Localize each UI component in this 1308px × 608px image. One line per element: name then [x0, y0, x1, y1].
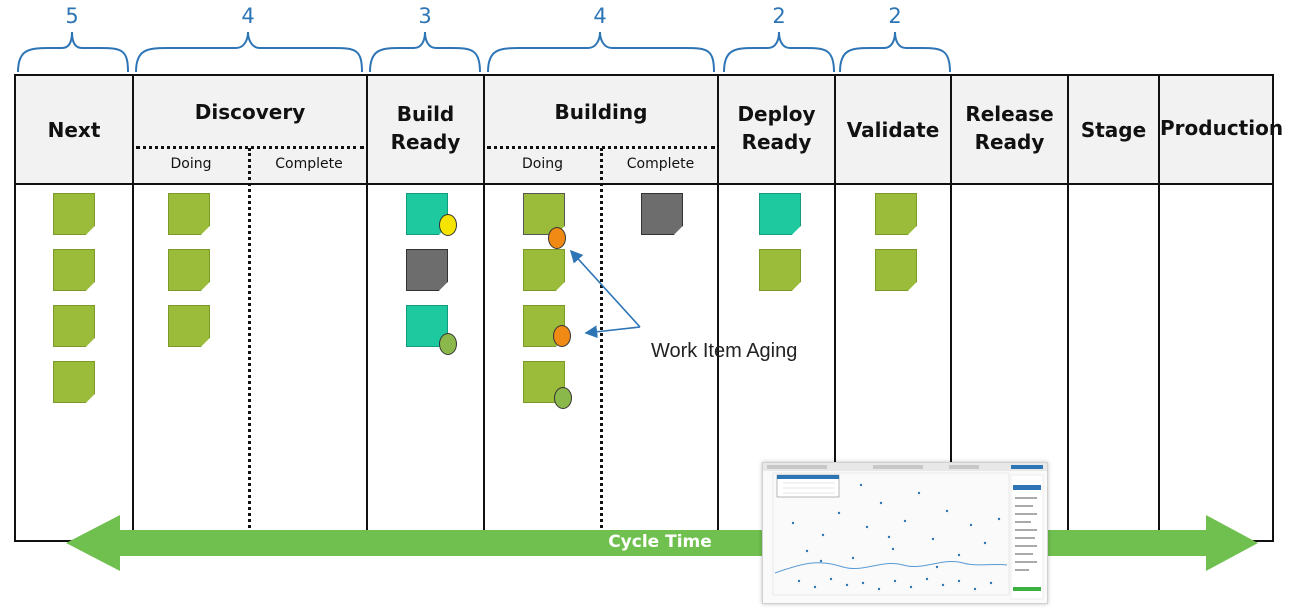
brace-building	[487, 31, 715, 73]
board-header	[16, 76, 1272, 185]
aging-arrow-lower	[584, 325, 641, 339]
work-item-card[interactable]	[168, 305, 210, 347]
brace-deploy-ready	[723, 31, 835, 73]
column-title-build-ready-line1: Build	[396, 102, 455, 126]
work-item-card[interactable]	[168, 249, 210, 291]
wip-limit-next: 5	[65, 4, 79, 28]
column-title-discovery: Discovery	[194, 100, 306, 124]
wip-braces	[17, 31, 951, 73]
column-divider	[1067, 76, 1069, 540]
aging-dot-icon	[554, 387, 572, 409]
column-divider	[717, 76, 719, 540]
scatterplot-thumbnail	[762, 462, 1048, 604]
work-item-card[interactable]	[168, 193, 210, 235]
column-title-stage: Stage	[1080, 118, 1147, 142]
column-title-deploy-ready-line1: Deploy	[737, 102, 816, 126]
wip-limit-building: 4	[593, 4, 607, 28]
column-divider	[950, 76, 952, 540]
wip-limit-deploy-ready: 2	[772, 4, 786, 28]
aging-arrow-upper	[569, 249, 641, 328]
discovery-subheader-divider	[136, 146, 364, 149]
column-title-build-ready-line2: Ready	[390, 130, 461, 154]
building-subheader-divider	[487, 146, 715, 149]
wip-limit-build-ready: 3	[418, 4, 432, 28]
aging-dot-icon	[439, 214, 457, 236]
column-title-production: Production	[1160, 116, 1284, 140]
work-item-card[interactable]	[53, 305, 95, 347]
subcolumn-title-building-doing: Doing	[522, 156, 563, 172]
wip-limit-validate: 2	[888, 4, 902, 28]
column-title-next: Next	[47, 118, 101, 142]
work-item-card[interactable]	[523, 361, 565, 403]
column-divider	[132, 76, 134, 540]
work-item-card[interactable]	[875, 249, 917, 291]
column-title-validate: Validate	[846, 118, 940, 142]
column-title-release-ready-line1: Release	[965, 102, 1054, 126]
work-item-card[interactable]	[53, 361, 95, 403]
work-item-card[interactable]	[53, 193, 95, 235]
column-title-deploy-ready-line2: Ready	[741, 130, 812, 154]
work-item-card[interactable]	[641, 193, 683, 235]
subcolumn-title-discovery-doing: Doing	[170, 156, 212, 172]
column-title-release-ready: Release Ready	[952, 100, 1067, 156]
cycle-time-arrow	[66, 515, 1258, 571]
column-divider	[1158, 76, 1160, 540]
work-item-card[interactable]	[53, 249, 95, 291]
cycle-time-label: Cycle Time	[608, 532, 712, 552]
work-item-card[interactable]	[759, 249, 801, 291]
work-item-card[interactable]	[523, 249, 565, 291]
building-doing-complete-divider	[600, 148, 603, 540]
work-item-aging-label: Work Item Aging	[651, 340, 798, 362]
column-title-build-ready: Build Ready	[368, 100, 483, 156]
kanban-board: Next Discovery Build Ready Building Depl…	[14, 74, 1284, 542]
aging-dot-icon	[553, 325, 571, 347]
work-item-card[interactable]	[759, 193, 801, 235]
subcolumn-title-building-complete: Complete	[626, 156, 695, 172]
brace-next	[17, 31, 129, 73]
brace-discovery	[135, 31, 363, 73]
aging-dot-icon	[439, 333, 457, 355]
aging-dot-icon	[548, 227, 566, 249]
work-item-card[interactable]	[875, 193, 917, 235]
column-divider	[366, 76, 368, 540]
column-title-building: Building	[554, 100, 648, 124]
wip-limit-discovery: 4	[241, 4, 255, 28]
column-divider	[483, 76, 485, 540]
column-title-release-ready-line2: Ready	[974, 130, 1045, 154]
column-divider	[834, 76, 836, 540]
brace-validate	[839, 31, 951, 73]
work-item-card[interactable]	[406, 249, 448, 291]
subcolumn-title-discovery-complete: Complete	[275, 156, 343, 172]
column-title-deploy-ready: Deploy Ready	[719, 100, 834, 156]
brace-build-ready	[369, 31, 481, 73]
discovery-doing-complete-divider	[248, 148, 251, 540]
scatterplot-thumbnail-graphic	[763, 463, 1047, 600]
